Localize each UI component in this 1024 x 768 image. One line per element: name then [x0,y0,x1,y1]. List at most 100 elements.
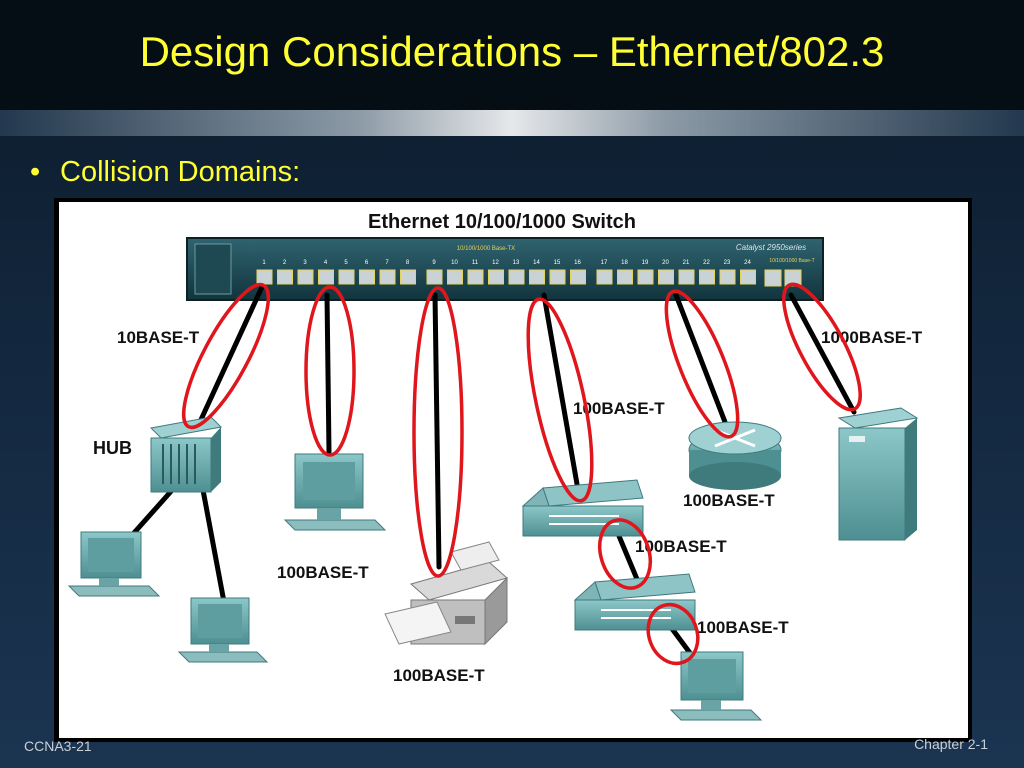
switch-port-number: 15 [554,260,561,266]
label-link-pc: 100BASE-T [277,563,369,582]
switch-port-number: 1 [262,260,266,266]
switch-port [379,269,396,285]
switch-port-number: 19 [642,260,649,266]
pc-device-top [283,453,387,531]
pc-device-hub-1 [67,531,161,597]
switch-uplink-label: 10/100/1000 Base-T [769,258,814,264]
switch-port-number: 13 [513,260,520,266]
switch-port-number: 8 [406,260,410,266]
title-band [0,0,1024,110]
switch-port [549,269,566,285]
switch-port [508,269,525,285]
switch-port-number: 24 [744,260,751,266]
switch-port-number: 12 [492,260,499,266]
access-switch-2 [573,573,696,631]
switch-port [400,269,416,285]
switch-port [678,269,695,285]
switch-port [617,269,633,285]
label-link-pc-bottom: 100BASE-T [697,618,789,637]
switch-port-number: 3 [303,260,307,266]
switch-port-number: 18 [621,260,628,266]
collision-ring-pc-bottom [646,602,700,666]
cable-switch1 [541,292,580,487]
switch-port [719,269,736,285]
switch-port-number: 14 [533,260,540,266]
switch-port [488,269,504,285]
bullet-text: Collision Domains: [60,156,301,188]
hub-label: HUB [93,438,132,458]
switch-port [318,269,334,285]
label-link-router: 100BASE-T [683,491,775,510]
cables [114,284,857,660]
cable-hub-pc2 [200,487,227,605]
pc-device-hub-2 [177,597,269,663]
switch-port-number: 17 [601,260,608,266]
collision-ring-router [664,289,740,439]
switch-port [256,269,273,285]
switch-port-number: 20 [662,260,669,266]
bullet-item: • Collision Domains: [30,156,300,189]
router-device [688,421,782,490]
switch-port-number: 11 [472,260,479,266]
diagram-title: Ethernet 10/100/1000 Switch [368,211,636,233]
switch-port-number: 16 [574,260,581,266]
switch-port [297,269,314,285]
switch-console-panel [194,243,232,295]
switch-port [570,269,586,285]
switch-port [596,269,613,285]
switch-port [338,269,355,285]
cable-server [788,292,857,415]
cable-hub [196,284,265,427]
cable-router [673,292,728,425]
uplink-port-1 [764,269,782,287]
collision-ring-pc [304,285,356,457]
server-device [837,407,919,541]
label-link-switch1: 100BASE-T [573,399,665,418]
switch-port [277,269,293,285]
switch-port-number: 5 [344,260,348,266]
slide-title: Design Considerations – Ethernet/802.3 [139,28,885,75]
switch-port-number: 7 [385,260,389,266]
hub-device [149,416,223,493]
cable-pc [324,292,332,455]
switch-port-number: 9 [432,260,436,266]
collision-ring-switch-link [597,518,653,590]
label-link-switch2: 100BASE-T [635,537,727,556]
bullet-icon: • [30,156,41,188]
switch-port-number: 22 [703,260,710,266]
footer-left: CCNA3-21 [24,738,92,754]
switch-port-number: 6 [365,260,369,266]
printer-device [384,541,509,646]
uplink-port-2 [784,269,802,287]
switch-port [467,269,484,285]
title-divider [0,110,1024,136]
switch-port [529,269,545,285]
collision-ring-printer [412,286,464,578]
switch-port-number: 21 [683,260,690,266]
switch-port [637,269,654,285]
switch-port-number: 10 [451,260,458,266]
label-link-server: 1000BASE-T [821,328,923,347]
switch-port-number: 2 [283,260,287,266]
switch-port [447,269,463,285]
switch-port [359,269,375,285]
switch-port [426,269,443,285]
label-link-printer: 100BASE-T [393,666,485,685]
collision-ring-server [782,282,862,412]
collision-domain-rings [181,282,862,666]
switch-port-number: 4 [324,260,328,266]
switch-model-label: Catalyst 2950series [736,243,806,252]
pc-device-bottom [669,651,763,721]
access-switch-1 [521,479,644,537]
switch-center-label: 10/100/1000 Base-TX [457,246,515,252]
collision-ring-hub [181,282,271,430]
switch-port [699,269,715,285]
footer-right: Chapter 2-1 [914,736,988,752]
cable-printer [432,292,442,570]
switch-port-number: 23 [724,260,731,266]
collision-ring-switch1 [526,297,594,503]
